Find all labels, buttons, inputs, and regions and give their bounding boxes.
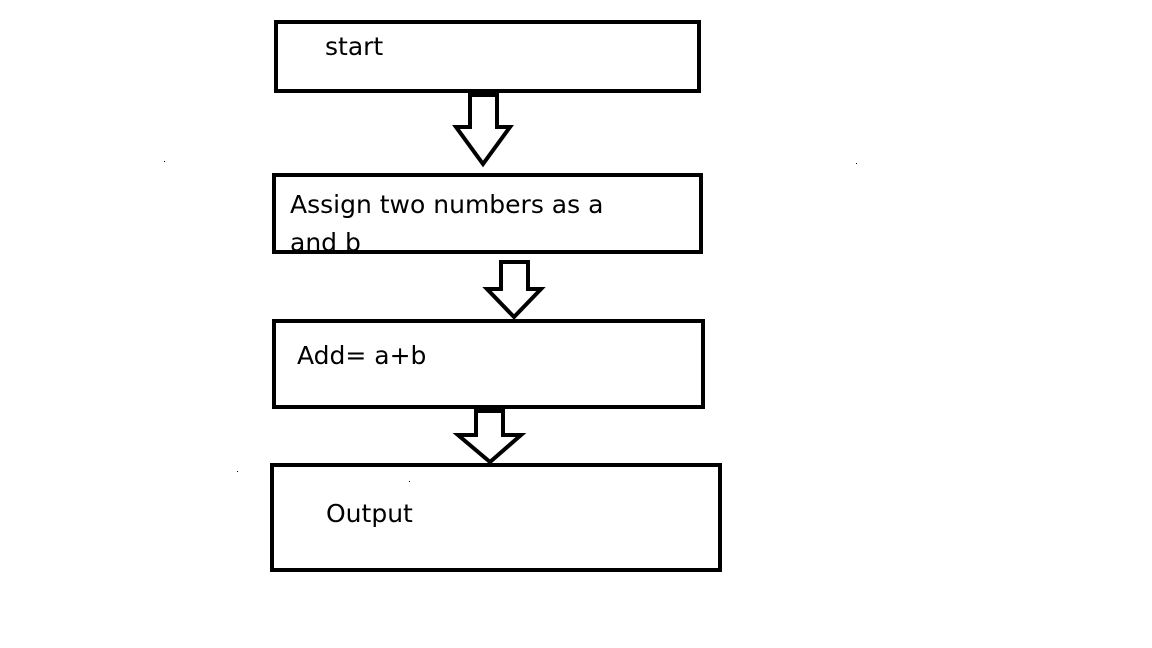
flow-step-output: Output: [270, 463, 722, 572]
arrow-add-to-output: [452, 409, 527, 465]
flow-step-start-label: start: [325, 32, 384, 61]
stray-dot: [409, 481, 410, 482]
stray-dot: [856, 163, 857, 164]
flow-step-start: start: [274, 20, 701, 93]
flow-step-add: Add= a+b: [272, 319, 705, 409]
arrow-start-to-assign: [452, 93, 514, 168]
flow-step-assign: Assign two numbers as a and b: [272, 173, 703, 254]
flow-step-output-label: Output: [326, 499, 413, 528]
flow-step-assign-label: Assign two numbers as a and b: [290, 190, 612, 254]
stray-dot: [164, 161, 165, 162]
stray-dot: [237, 471, 238, 472]
flow-step-add-label: Add= a+b: [297, 341, 427, 370]
arrow-assign-to-add: [482, 260, 546, 320]
